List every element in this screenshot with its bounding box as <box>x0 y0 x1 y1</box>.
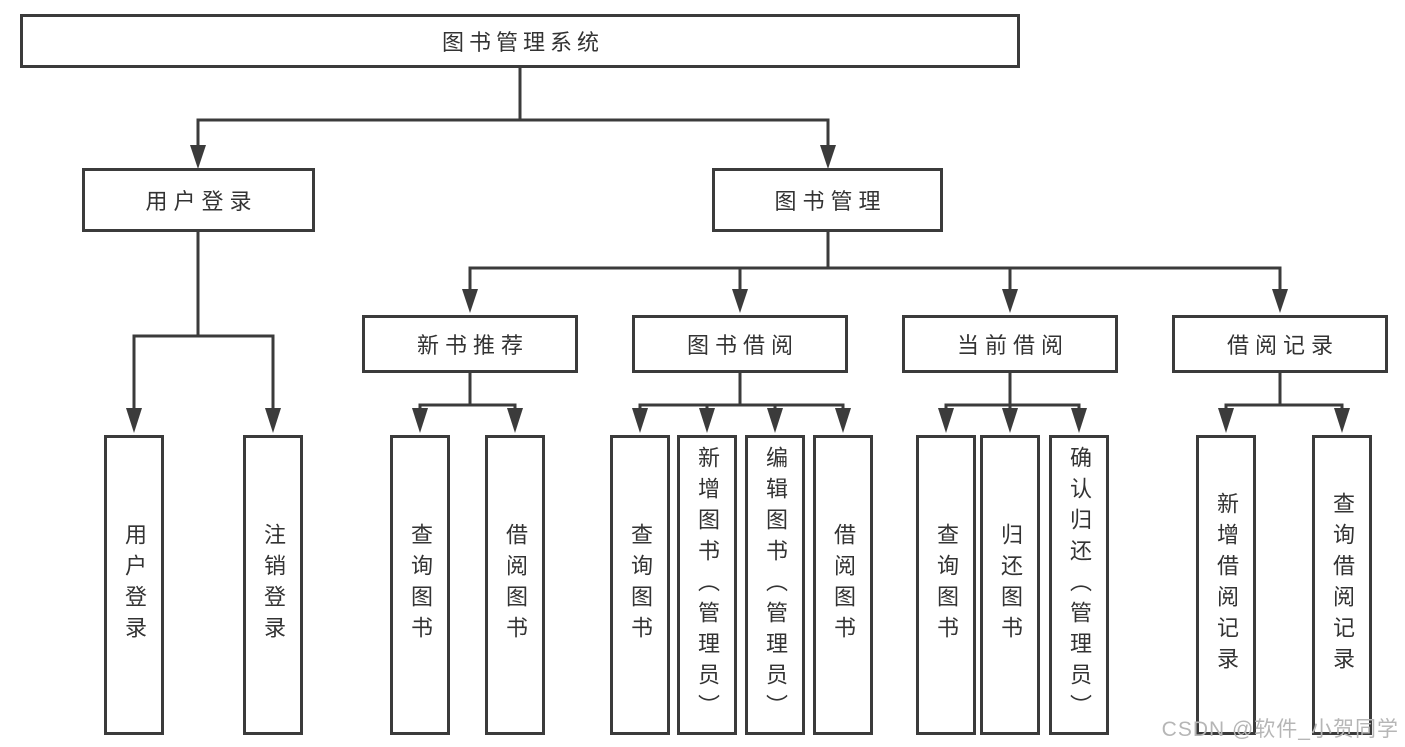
arrow-down-icon <box>938 408 954 433</box>
node-book-management: 图书管理 <box>712 168 943 232</box>
leaf-add-borrow-record: 新增借阅记录 <box>1196 435 1256 735</box>
node-borrow-records: 借阅记录 <box>1172 315 1388 373</box>
arrow-down-icon <box>265 408 281 433</box>
leaf-query-books-borrow: 查询图书 <box>610 435 670 735</box>
leaf-query-books-current: 查询图书 <box>916 435 976 735</box>
arrow-down-icon <box>699 408 715 433</box>
arrow-down-icon <box>632 408 648 433</box>
arrow-down-icon <box>1071 408 1087 433</box>
arrow-down-icon <box>190 145 206 169</box>
arrow-down-icon <box>1334 408 1350 433</box>
leaf-edit-book-admin: 编辑图书（管理员） <box>745 435 805 735</box>
arrow-down-icon <box>732 289 748 313</box>
leaf-add-book-admin: 新增图书（管理员） <box>677 435 737 735</box>
node-user-login: 用户登录 <box>82 168 315 232</box>
arrow-down-icon <box>835 408 851 433</box>
arrow-down-icon <box>1218 408 1234 433</box>
arrow-down-icon <box>1272 289 1288 313</box>
arrow-down-icon <box>820 145 836 169</box>
csdn-watermark: CSDN @软件_小贺同学 <box>1161 718 1399 741</box>
leaf-query-borrow-record: 查询借阅记录 <box>1312 435 1372 735</box>
node-current-borrow: 当前借阅 <box>902 315 1118 373</box>
node-book-borrow: 图书借阅 <box>632 315 848 373</box>
node-library-system: 图书管理系统 <box>20 14 1020 68</box>
arrow-down-icon <box>412 408 428 433</box>
leaf-query-books-recommend: 查询图书 <box>390 435 450 735</box>
leaf-logout-login: 注销登录 <box>243 435 303 735</box>
leaf-user-login: 用户登录 <box>104 435 164 735</box>
arrow-down-icon <box>1002 408 1018 433</box>
arrow-down-icon <box>767 408 783 433</box>
leaf-return-book: 归还图书 <box>980 435 1040 735</box>
node-new-book-recommend: 新书推荐 <box>362 315 578 373</box>
leaf-confirm-return-admin: 确认归还（管理员） <box>1049 435 1109 735</box>
arrow-down-icon <box>507 408 523 433</box>
arrow-down-icon <box>126 408 142 433</box>
arrow-down-icon <box>1002 289 1018 313</box>
leaf-borrow-books-recommend: 借阅图书 <box>485 435 545 735</box>
leaf-borrow-books: 借阅图书 <box>813 435 873 735</box>
arrow-down-icon <box>462 289 478 313</box>
